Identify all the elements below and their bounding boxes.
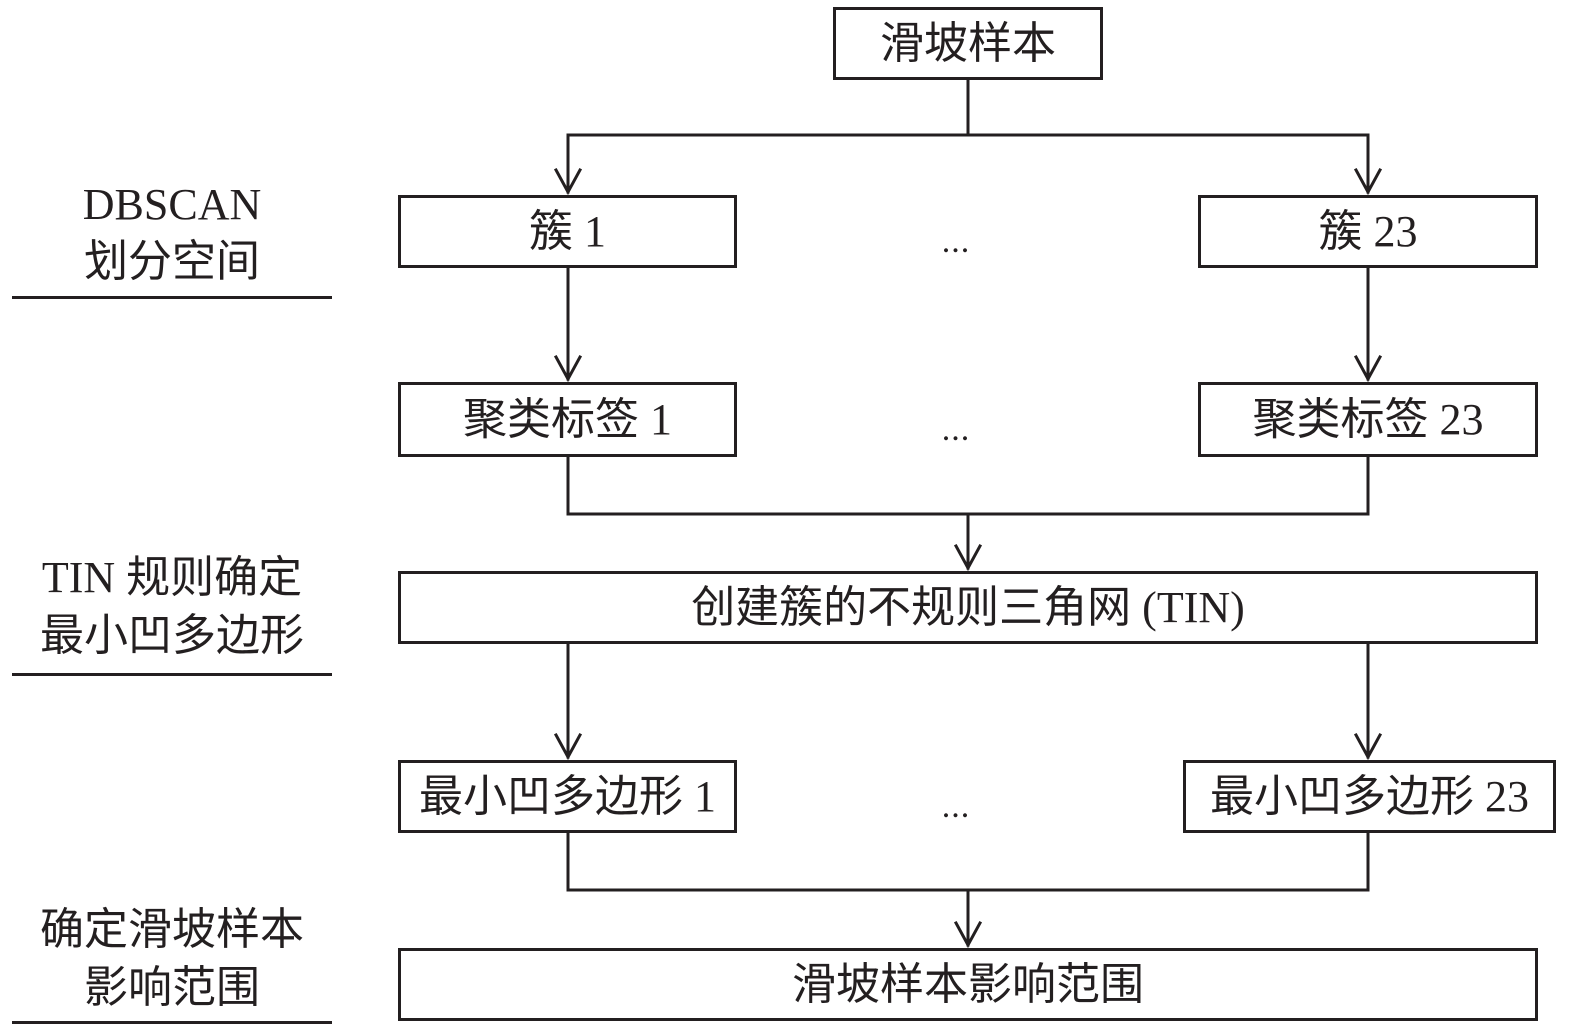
stage-1-subtitle: 划分空间: [84, 237, 260, 286]
stage-2-title: TIN 规则确定: [41, 553, 303, 602]
root-node-landslide-samples: 滑坡样本: [833, 7, 1103, 80]
arrowhead: [953, 920, 983, 949]
stage-3-divider: [12, 1021, 332, 1024]
tin-node: 创建簇的不规则三角网 (TIN): [398, 571, 1538, 644]
stage-3-subtitle: 影响范围: [84, 963, 260, 1012]
stage-2-divider: [12, 673, 332, 676]
stage-1-title: DBSCAN: [82, 180, 262, 229]
stage-2-subtitle: 最小凹多边形: [40, 611, 304, 660]
arrowhead: [553, 732, 583, 761]
polygon-node-first: 最小凹多边形 1: [398, 760, 737, 833]
polygon-node-last: 最小凹多边形 23: [1183, 760, 1556, 833]
cluster-label-node-first: 聚类标签 1: [398, 382, 737, 457]
arrowhead: [553, 354, 583, 383]
cluster-ellipsis: ...: [941, 223, 971, 260]
arrowhead: [1353, 354, 1383, 383]
arrowhead: [1353, 167, 1383, 196]
cluster-node-first: 簇 1: [398, 195, 737, 268]
cluster-label-node-last: 聚类标签 23: [1198, 382, 1538, 457]
stage-3-title: 确定滑坡样本: [40, 905, 304, 954]
merge-connector: [566, 455, 1370, 516]
stage-1-divider: [12, 296, 332, 299]
arrowhead: [1353, 732, 1383, 761]
cluster-label-ellipsis: ...: [941, 411, 971, 448]
arrowhead: [553, 167, 583, 196]
result-node-influence-range: 滑坡样本影响范围: [398, 948, 1538, 1021]
polygon-ellipsis: ...: [941, 788, 971, 825]
merge-connector: [566, 831, 1370, 892]
cluster-node-last: 簇 23: [1198, 195, 1538, 268]
arrowhead: [953, 543, 983, 572]
